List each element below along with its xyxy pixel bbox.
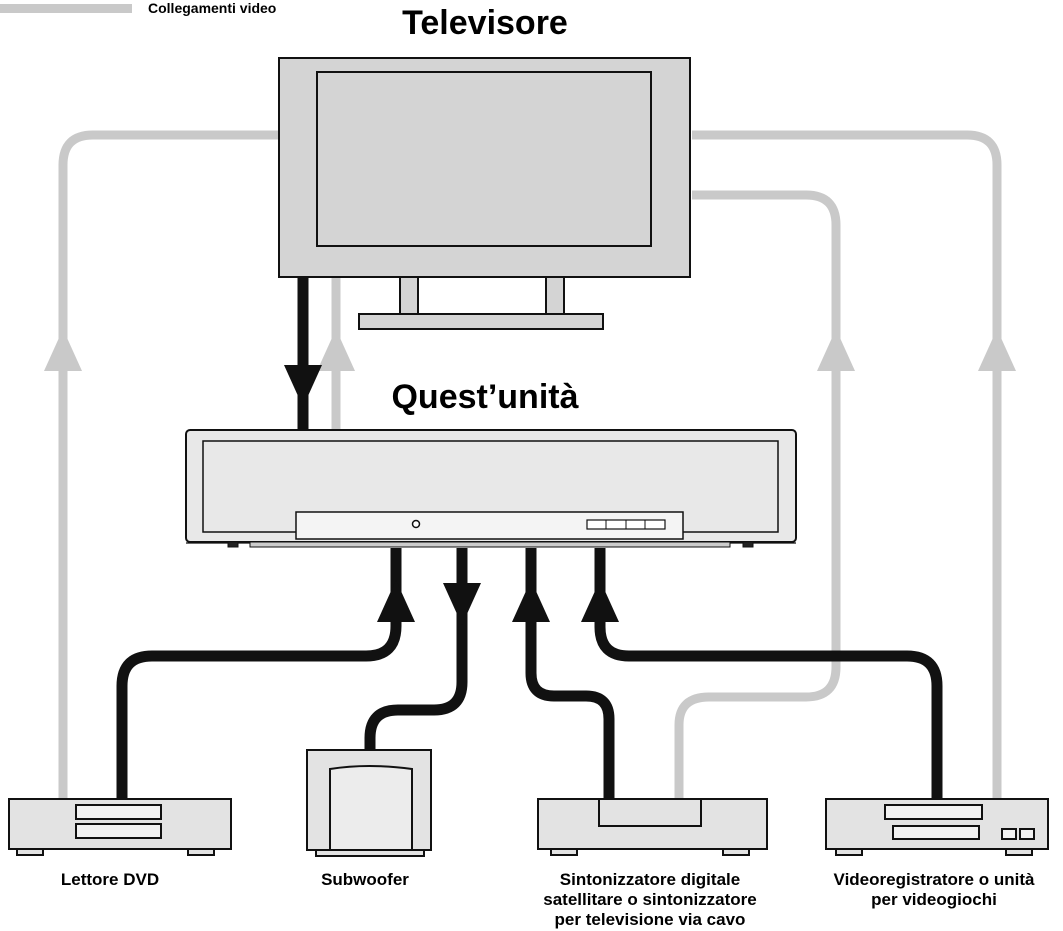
legend-swatch (0, 4, 132, 13)
audio-arrow-tv (284, 365, 322, 407)
tv-title: Televisore (402, 4, 568, 42)
unit-foot-right (742, 541, 754, 548)
tuner (537, 798, 768, 856)
this-unit (185, 429, 797, 548)
subwoofer-label: Subwoofer (321, 870, 409, 889)
tuner-label-line-3: per televisione via cavo (554, 910, 746, 929)
vcr-label: Videoregistratore o unità per videogioch… (808, 870, 1060, 910)
video-cable-vcr (692, 130, 1002, 800)
video-cable-tuner (674, 190, 841, 800)
tv-stand-base (358, 313, 604, 330)
dvd-player (8, 798, 232, 856)
tv-screen (316, 71, 652, 247)
unit-bottom-strip (249, 541, 731, 548)
tv-stand-neck-left (399, 276, 419, 316)
audio-cable-dvd (116, 548, 402, 800)
audio-arrow-dvd (377, 580, 415, 622)
audio-arrow-subwoofer (443, 583, 481, 625)
subwoofer (306, 749, 432, 857)
video-cables (58, 130, 1002, 800)
video-arrows (44, 329, 1016, 371)
video-arrow-dvd (44, 329, 82, 371)
audio-cable-vcr (594, 548, 943, 800)
unit-foot-left (227, 541, 239, 548)
tuner-label-line-1: Sintonizzatore digitale (559, 870, 741, 889)
audio-cable-tuner (525, 548, 615, 800)
video-cable-dvd (58, 130, 280, 800)
dvd-player-label: Lettore DVD (60, 870, 160, 889)
video-arrow-vcr (978, 329, 1016, 371)
unit-title: Quest’unità (391, 378, 579, 416)
video-arrow-unit (317, 329, 355, 371)
tuner-label-line-2: satellitare o sintonizzatore (543, 890, 757, 909)
video-arrow-tuner (817, 329, 855, 371)
legend-label: Collegamenti video (148, 0, 277, 16)
audio-arrow-tuner (512, 580, 550, 622)
audio-cable-subwoofer (364, 548, 468, 750)
television (278, 57, 691, 330)
tuner-label: Sintonizzatore digitale satellitare o si… (530, 870, 770, 930)
tv-stand-neck-right (545, 276, 565, 316)
vcr (825, 798, 1049, 856)
audio-arrow-vcr (581, 580, 619, 622)
vcr-label-line-1: Videoregistratore o unità (833, 870, 1035, 889)
unit-indicator-light (411, 519, 421, 529)
vcr-label-line-2: per videogiochi (871, 890, 997, 909)
audio-arrows (284, 365, 619, 625)
